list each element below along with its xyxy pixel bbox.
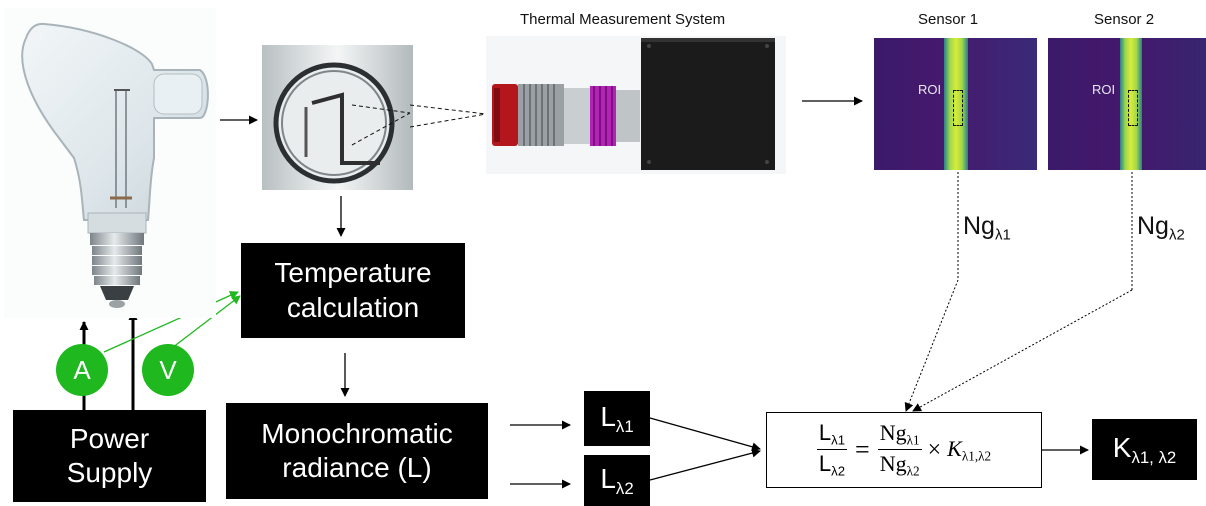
arrow-l2-to-equation [649,448,761,481]
sensor-1-signal: Ngλ1 [963,212,1011,244]
arrow-l1-to-equation [649,417,761,452]
sensor-2-roi-box [1128,90,1138,126]
system-title: Thermal Measurement System [520,11,726,28]
temperature-block-line2: calculation [286,291,420,323]
monochromatic-radiance-block: Monochromatic radiance (L) [226,403,488,499]
equation-lhs-fraction: Lλ1 Lλ2 [816,419,848,479]
equation-box: Lλ1 Lλ2 = Ngλ1 Ngλ2 × Kλ1,λ2 [766,412,1042,488]
sensor-1-roi-label: ROI [918,82,942,97]
power-supply-block: Power Supply [13,410,206,502]
ammeter-icon: A [56,344,108,396]
power-block-line2: Supply [66,457,153,488]
sensor-2-image: ROI [1048,38,1206,170]
monochromatic-block-line2: radiance (L) [282,452,432,483]
filament-photo [262,45,413,190]
sensor-1-label: Sensor 1 [918,11,979,28]
equation-times: × [927,436,942,463]
sensor-2-label: Sensor 2 [1094,11,1155,28]
camera-image [486,36,786,174]
optical-path-lines [410,104,487,128]
equation-k-term: Kλ1,λ2 [947,435,992,464]
l-lambda1-block: Lλ1 [584,391,650,446]
temperature-block-line1: Temperature [274,257,432,289]
power-block-line1: Power [69,422,150,454]
monochromatic-block-line1: Monochromatic [261,417,453,449]
l-lambda2-block: Lλ2 [584,455,650,506]
lamp-image [4,8,216,318]
equation-rhs-fraction: Ngλ1 Ngλ2 [877,419,922,479]
green-line-voltmeter [167,295,241,352]
k-result-block: Kλ1, λ2 [1092,419,1197,480]
temperature-calculation-block: Temperature calculation [241,243,465,338]
sensor-2-roi-label: ROI [1092,82,1116,97]
dotted-sensor2-to-equation [912,289,1133,412]
sensor-2-signal: Ngλ2 [1137,212,1185,244]
equation-equals: = [855,435,870,464]
sensor-1-image: ROI [874,38,1037,170]
voltmeter-icon: V [142,344,194,396]
sensor-1-roi-box [953,90,963,126]
dotted-sensor1-to-equation [904,279,959,412]
